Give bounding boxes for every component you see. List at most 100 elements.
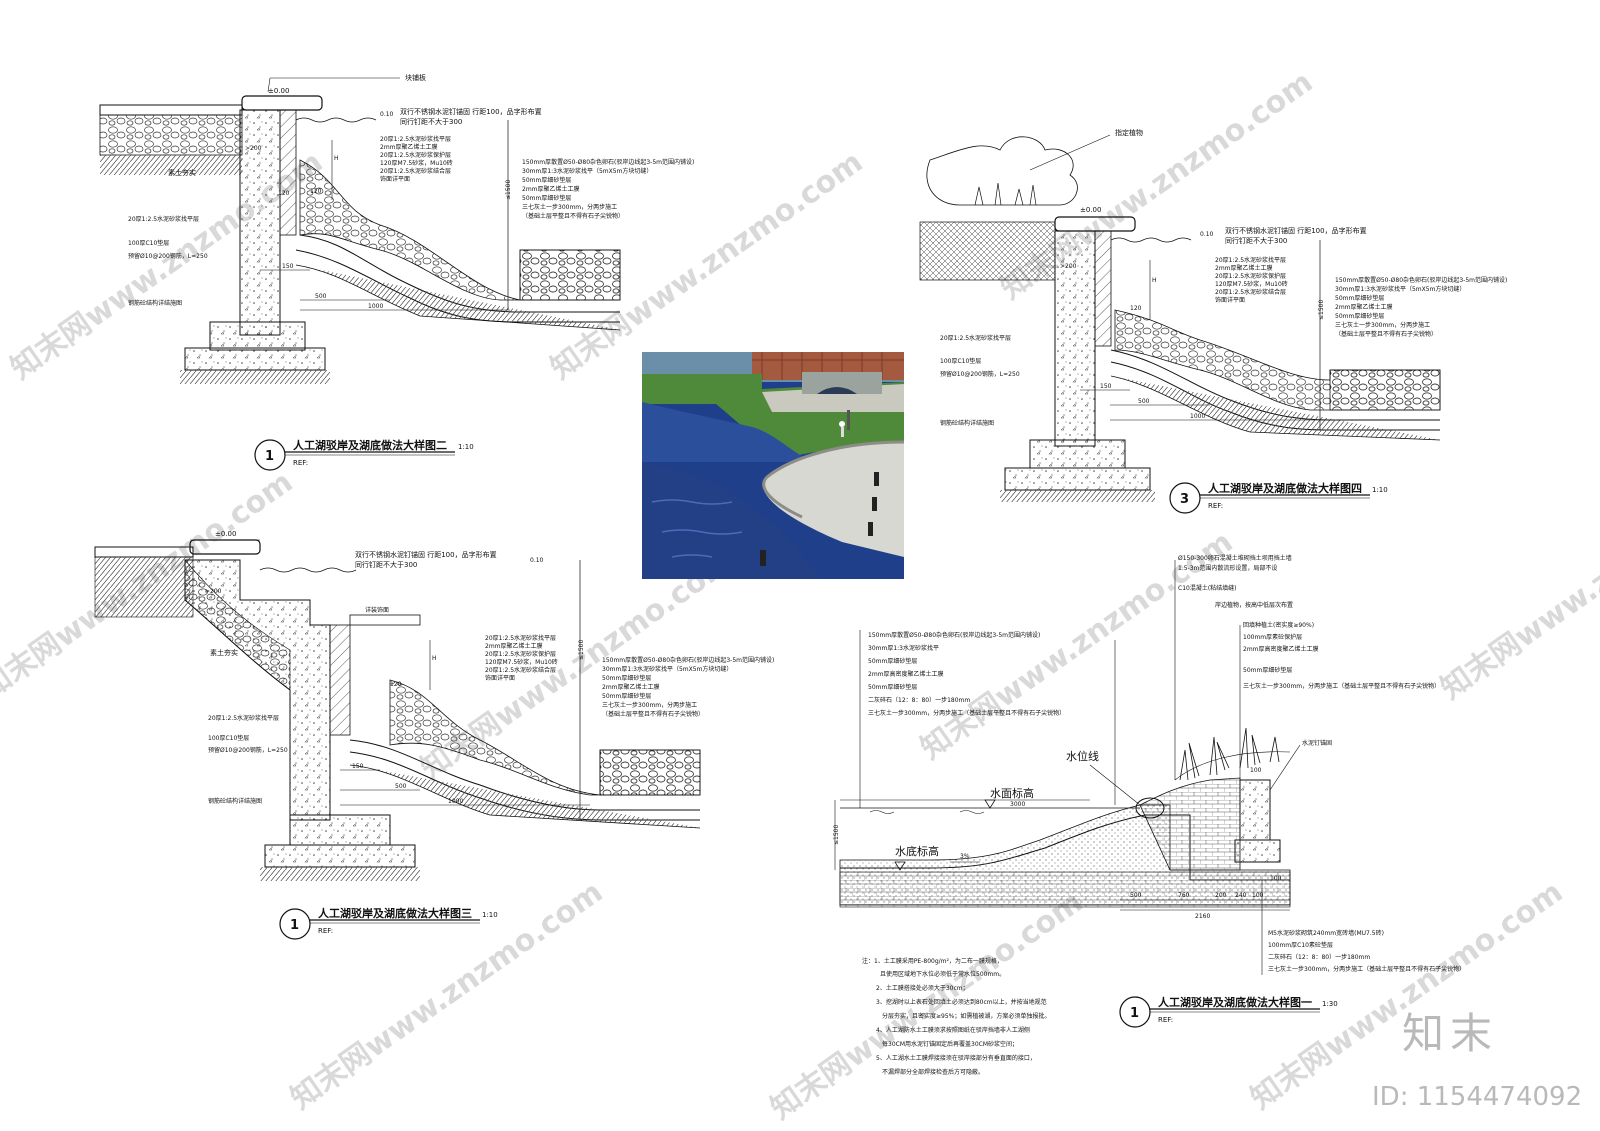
bottom-layer-list: M5水泥砂浆砌筑240mm宽砖墙(MU7.5砖) 100mm厚C10素砼垫层 二… (1268, 929, 1465, 973)
left-layer: 30mm厚1:3水泥砂浆找平 (868, 644, 939, 652)
bed-layer: 150mm厚散置Ø50-Ø80杂色卵石(驳岸边线起3-5m范围内铺设) (522, 158, 694, 166)
dim-150: 150 (282, 263, 294, 270)
dim-200: >200 (245, 145, 262, 152)
dim-120: 120 (310, 188, 322, 195)
dim-1000: 1000 (1190, 413, 1205, 420)
bed-layer: 150mm厚散置Ø50-Ø80杂色卵石(驳岸边线起3-5m范围内铺设) (602, 656, 774, 664)
top-note: 1.5-3m范围内散流形设置，局部不设 (1178, 564, 1277, 572)
anchor-note-2: 同行钉距不大于300 (1225, 236, 1287, 245)
bed-layer: 2mm厚聚乙烯土工膜 (602, 683, 660, 691)
base-note: 100厚C10垫层 (208, 734, 249, 742)
bed-layer: 50mm厚细砂垫层 (522, 194, 571, 202)
left-layer: 二灰碎石（12：8：80）一步180mm (868, 696, 970, 704)
left-layer: 三七灰土一步300mm，分两步施工（基础土层平整且不得有石子尖锐物） (868, 709, 1065, 717)
right-layer-list: 回填种植土(密实度≥90%) 100mm厚素砼保护层 2mm厚高密度聚乙烯土工膜… (1243, 621, 1440, 690)
wall-layer: 20厚1:2.5水泥砂浆找平层 (485, 634, 556, 642)
elev-top: ±0.00 (215, 530, 236, 538)
label-stone: 块铺板 (405, 73, 426, 82)
detail-title: 人工湖驳岸及湖底做法大样图二 (293, 438, 447, 452)
bed-layer: 50mm厚细砂垫层 (602, 692, 651, 700)
water-level: 0.10 (530, 557, 544, 564)
note-line: 5、人工湖水土工膜焊接接须在驳岸接部分有垂直面的接口， (876, 1054, 1036, 1062)
dim-1500: ≤1500 (833, 825, 840, 845)
dim-1500: ≤1500 (578, 640, 585, 660)
bed-layer-list: 150mm厚散置Ø50-Ø80杂色卵石(驳岸边线起3-5m范围内铺设) 30mm… (522, 158, 694, 220)
dim-H: H (432, 655, 437, 662)
water-level: 0.10 (380, 111, 394, 118)
wall-layer: 饰面详平面 (485, 674, 515, 682)
image-id-label: ID: 1154474092 (1372, 1082, 1583, 1112)
base-note: 20厚1:2.5水泥砂浆找平层 (128, 215, 199, 223)
detail-ref: REF: (1158, 1016, 1173, 1024)
bed-layer: （基础土层平整且不得有石子尖锐物） (1335, 330, 1437, 338)
dim-small: 240 (1235, 892, 1247, 899)
right-layer: 2mm厚高密度聚乙烯土工膜 (1243, 645, 1319, 653)
dim-1000: 1000 (368, 303, 383, 310)
dim-bottom: 760 (1178, 892, 1190, 899)
dim-bottom: 100 (1270, 875, 1282, 882)
label-soil: 素土夯实 (210, 648, 238, 657)
base-note: 预留Ø10@200钢筋，L=250 (128, 252, 208, 260)
reference-photo (642, 352, 904, 579)
wall-layer: 20厚1:2.5水泥砂浆结合层 (1215, 288, 1286, 296)
dim-1500: ≤1500 (505, 180, 512, 200)
bed-layer: 三七灰土一步300mm，分两步施工 (522, 203, 617, 211)
wall-layer: 120厚M7.5砂浆，Mu10砖 (1215, 280, 1288, 288)
water-surface-label: 水面标高 (990, 786, 1034, 800)
dim-bottom: 2160 (1195, 913, 1210, 920)
right-layer: 三七灰土一步300mm，分两步施工（基础土层平整且不得有石子尖锐物） (1243, 682, 1440, 690)
wall-layer: 20厚1:2.5水泥砂浆保护层 (485, 650, 556, 658)
wall-layer: 20厚1:2.5水泥砂浆保护层 (380, 151, 451, 159)
left-layer: 50mm厚细砂垫层 (868, 683, 917, 691)
bed-layer: 30mm厚1:3水泥砂浆找平（5mX5m方块切缝） (602, 665, 732, 673)
detail-scale: 1:10 (482, 911, 498, 919)
base-note: 20厚1:2.5水泥砂浆找平层 (940, 334, 1011, 342)
base-note: 20厚1:2.5水泥砂浆找平层 (208, 714, 279, 722)
base-note-list: 20厚1:2.5水泥砂浆找平层 100厚C10垫层 预留Ø10@200钢筋，L=… (128, 215, 208, 307)
wall-layer-list: 20厚1:2.5水泥砂浆找平层 2mm厚聚乙烯土工膜 20厚1:2.5水泥砂浆保… (1215, 256, 1288, 304)
note-line: 4、人工湖防水土工膜须求按照图纸在驳岸挡墙非人工湖侧 (876, 1026, 1030, 1034)
detail-title: 人工湖驳岸及湖底做法大样图三 (318, 906, 472, 920)
left-layer: 50mm厚细砂垫层 (868, 657, 917, 665)
dim-small: 100 (1252, 892, 1264, 899)
anchor-note: 双行不锈钢水泥钉锚固 行距100，品字形布置 (355, 550, 497, 559)
detail-number: 1 (265, 449, 274, 464)
dim-120: 120 (1130, 305, 1142, 312)
top-note: Ø150-300卵石混凝土堆砌挡土坝用挡土墙 (1178, 554, 1292, 562)
wall-layer: 饰面详平面 (380, 175, 410, 183)
bed-layer-list: 150mm厚散置Ø50-Ø80杂色卵石(驳岸边线起3-5m范围内铺设) 30mm… (602, 656, 774, 718)
dim-500: 500 (315, 293, 327, 300)
bottom-layer: 二灰碎石（12：8：80）一步180mm (1268, 953, 1370, 961)
wall-layer: 2mm厚聚乙烯土工膜 (485, 642, 543, 650)
bed-layer: 50mm厚细砂垫层 (602, 674, 651, 682)
note-line: 不漏焊部分全部焊接检查后方可隐蔽。 (882, 1068, 984, 1076)
base-note-list: 20厚1:2.5水泥砂浆找平层 100厚C10垫层 预留Ø10@200钢筋，L=… (208, 714, 288, 805)
right-layer: 50mm厚细砂垫层 (1243, 666, 1292, 674)
dim-small: 200 (1215, 892, 1227, 899)
detail-number: 1 (1130, 1006, 1139, 1021)
wall-layer-list: 20厚1:2.5水泥砂浆找平层 2mm厚聚乙烯土工膜 20厚1:2.5水泥砂浆保… (380, 135, 453, 183)
bed-layer: 30mm厚1:3水泥砂浆找平（5mX5m方块切缝） (1335, 285, 1465, 293)
left-layer-list: 150mm厚散置Ø50-Ø80杂色卵石(驳岸边线起3-5m范围内铺设) 30mm… (868, 631, 1065, 717)
wall-layer: 20厚1:2.5水泥砂浆找平层 (1215, 256, 1286, 264)
slope-label: 3% (960, 853, 970, 860)
top-note: C10混凝土(粘结填缝) (1178, 584, 1237, 592)
detail-scale: 1:10 (1372, 486, 1388, 494)
base-note: 100厚C10垫层 (940, 357, 981, 365)
dim-H: H (1152, 277, 1157, 284)
bed-layer: 50mm厚细砂垫层 (1335, 312, 1384, 320)
detail-bottom-right: 水面标高 水位线 水底标高 3% 3000 ≤1500 500 760 2160… (833, 554, 1465, 1076)
wall-layer: 120厚M7.5砂浆，Mu10砖 (380, 159, 453, 167)
detail-scale: 1:30 (1322, 1000, 1338, 1008)
dim-3000: 3000 (1010, 801, 1025, 808)
base-note: 预留Ø10@200钢筋，L=250 (208, 746, 288, 754)
detail-title: 人工湖驳岸及湖底做法大样图一 (1158, 995, 1312, 1009)
base-note: 钢筋砼结构详结施图 (128, 299, 182, 307)
brand-logo: 知末 (1402, 1009, 1499, 1058)
detail-ref: REF: (293, 459, 308, 467)
bed-layer: 150mm厚散置Ø50-Ø80杂色卵石(驳岸边线起3-5m范围内铺设) (1335, 276, 1507, 284)
anchor-note: 双行不锈钢水泥钉锚固 行距100，品字形布置 (400, 107, 542, 116)
dim-1500: ≤1500 (1318, 300, 1325, 320)
water-line-label: 水位线 (1066, 749, 1099, 763)
